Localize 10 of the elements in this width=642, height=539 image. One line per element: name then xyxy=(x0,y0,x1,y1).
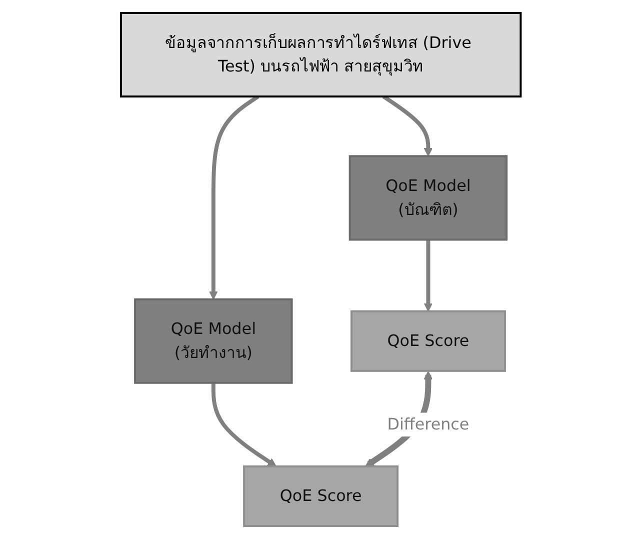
node-box: QoE Model (วัยทำงาน) xyxy=(134,298,293,384)
node-box: ข้อมูลจากการเก็บผลการทำไดร์ฟเทส (Drive Test) บนรถไฟฟ้า สายสุขุมวิท xyxy=(120,12,522,98)
arrow xyxy=(212,382,277,467)
arrow xyxy=(209,94,260,300)
node-box: QoE Score xyxy=(350,310,506,372)
edge-label: Difference xyxy=(387,414,470,434)
arrow xyxy=(382,94,433,157)
node-box: QoE Score xyxy=(243,465,399,528)
node-box: QoE Model (บัณฑิต) xyxy=(349,155,508,241)
arrow xyxy=(424,240,433,312)
